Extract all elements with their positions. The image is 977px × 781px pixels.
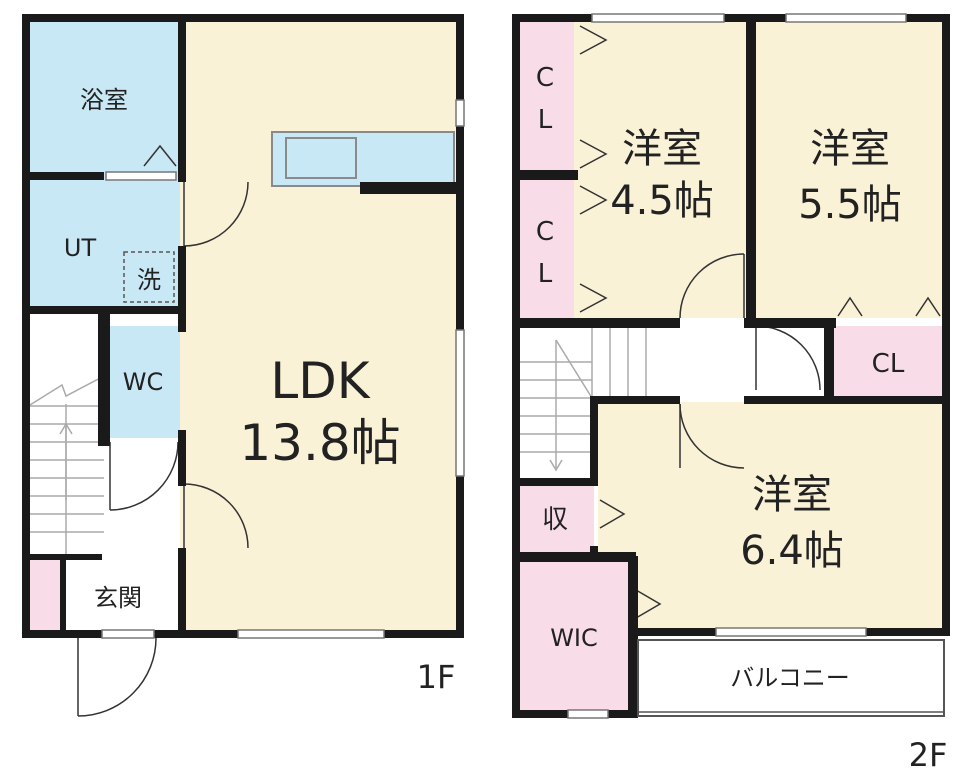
floor-1: 浴室 UT 洗 WC LDK 13.8帖 玄関 1F <box>22 14 465 717</box>
closet-c-area <box>832 326 944 396</box>
ldk-name-label: LDK <box>270 352 370 410</box>
storage-small-label: 収 <box>542 505 568 535</box>
windows-2f <box>567 13 907 719</box>
room-a-area <box>574 20 748 318</box>
room-a-size-label: 4.5帖 <box>610 178 714 224</box>
washer-box <box>123 251 175 303</box>
balcony-label: バルコニー <box>730 664 850 692</box>
entrance-storage <box>28 560 64 632</box>
wic-label: WIC <box>550 624 598 652</box>
windows-1f <box>101 99 465 639</box>
storage-small-area <box>518 484 594 554</box>
toilet-area <box>106 326 180 438</box>
room-a-name-label: 洋室 <box>622 126 702 172</box>
room-b-name-label: 洋室 <box>810 126 890 172</box>
floor-1-label: 1F <box>417 658 456 696</box>
room-c-size-label: 6.4帖 <box>740 528 844 574</box>
room-c-name-label: 洋室 <box>752 472 832 518</box>
kitchen-sink <box>285 137 357 179</box>
toilet-label: WC <box>123 368 164 396</box>
stairs-1f <box>29 375 105 556</box>
closet-b-label-bottom: L <box>538 259 553 289</box>
closet-a-label-top: C <box>536 63 554 93</box>
balcony-area <box>637 639 945 717</box>
utility-label: UT <box>64 234 97 262</box>
wic-area <box>518 562 630 712</box>
bathroom-area <box>28 20 180 176</box>
room-b-area <box>756 20 944 318</box>
closet-b-label-top: C <box>536 217 554 247</box>
room-b-size-label: 5.5帖 <box>798 182 902 228</box>
ldk-size-label: 13.8帖 <box>239 414 400 472</box>
closet-b-area <box>518 180 574 318</box>
closet-a-area <box>518 20 574 172</box>
stairs-2f <box>520 326 647 472</box>
entrance-label: 玄関 <box>94 584 142 612</box>
washer-label: 洗 <box>137 266 161 294</box>
ldk-area <box>180 20 458 632</box>
walls-2f <box>512 14 950 718</box>
bathroom-label: 浴室 <box>80 86 128 114</box>
door-swings-1f <box>77 144 249 717</box>
floor-2-label: 2F <box>909 736 948 774</box>
closet-c-label: CL <box>872 349 905 379</box>
utility-area <box>28 176 180 310</box>
floor-2: C L C L 洋室 4.5帖 洋室 5.5帖 CL 収 洋室 6.4帖 WIC… <box>512 13 950 774</box>
closet-a-label-bottom: L <box>538 105 553 135</box>
room-c-area <box>598 402 944 632</box>
